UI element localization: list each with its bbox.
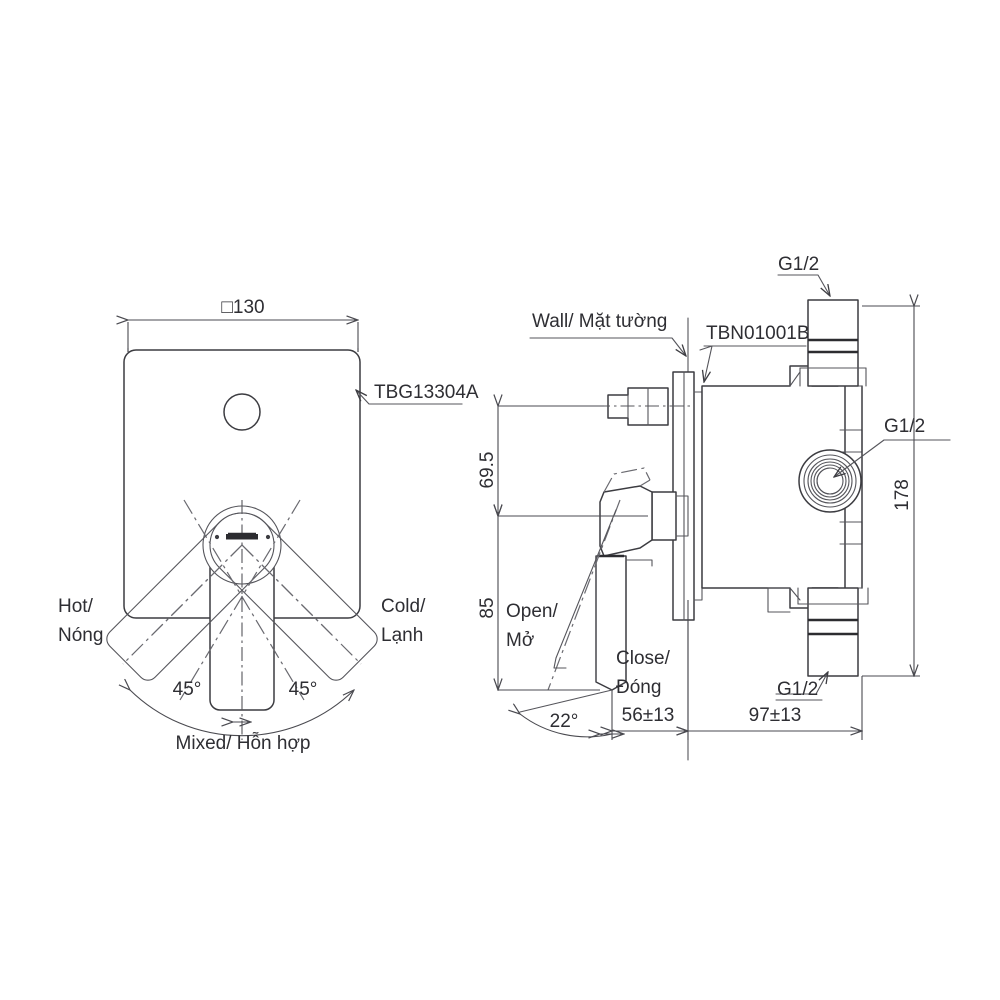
hot-label-line2: Nóng	[58, 625, 103, 646]
height-lower-label: 85	[477, 597, 498, 618]
vertical-dimensions	[498, 406, 648, 690]
front-width-dimension	[128, 320, 358, 352]
front-view-group: □130	[58, 297, 479, 754]
mixed-label: Mixed/ Hỗn hợp	[176, 732, 311, 754]
bottom-thread-leader	[775, 672, 828, 701]
depth-dimensions	[612, 600, 862, 740]
bottom-thread-label: G1/2	[777, 679, 818, 700]
open-label-line1: Open/	[506, 601, 558, 622]
front-width-dimension-label: □130	[221, 297, 264, 318]
hot-label-line1: Hot/	[58, 596, 94, 617]
wall-label: Wall/ Mặt tường	[532, 311, 667, 332]
center-thread-label: G1/2	[884, 416, 925, 437]
wall-callout-leader	[529, 337, 686, 356]
valve-part-callout-label: TBN01001B	[706, 323, 810, 344]
close-label-line2: Đóng	[616, 677, 661, 698]
front-angle-right-label: 45°	[289, 679, 318, 700]
front-part-callout-label: TBG13304A	[374, 382, 479, 403]
valve-part-callout-leader	[699, 345, 807, 382]
diverter-button-circle	[223, 393, 261, 431]
front-angle-arc	[130, 690, 354, 737]
center-port	[798, 449, 862, 513]
bottom-fitting	[789, 587, 869, 677]
front-part-callout-leader	[356, 390, 463, 405]
cold-label-line2: Lạnh	[381, 625, 423, 646]
top-fitting	[789, 299, 867, 387]
front-angle-left-label: 45°	[173, 679, 202, 700]
height-upper-label: 69.5	[477, 452, 498, 489]
overall-height-label: 178	[892, 479, 913, 511]
overall-height-dimension	[862, 306, 920, 676]
lever-handle-side	[595, 467, 689, 691]
depth-handle-label: 56±13	[622, 705, 675, 726]
open-label-line2: Mở	[506, 630, 534, 651]
handle-open-swing	[519, 499, 621, 713]
cold-label-line1: Cold/	[381, 596, 426, 617]
top-thread-leader	[777, 274, 830, 296]
close-label-line1: Close/	[616, 648, 671, 669]
handle-pin-right	[265, 534, 271, 540]
depth-body-label: 97±13	[749, 705, 802, 726]
handle-angle-label: 22°	[550, 711, 579, 732]
toto-logo-mark	[226, 532, 258, 540]
top-thread-label: G1/2	[778, 254, 819, 275]
handle-pin-left	[214, 534, 220, 540]
side-view-group: Wall/ Mặt tường	[477, 254, 951, 761]
